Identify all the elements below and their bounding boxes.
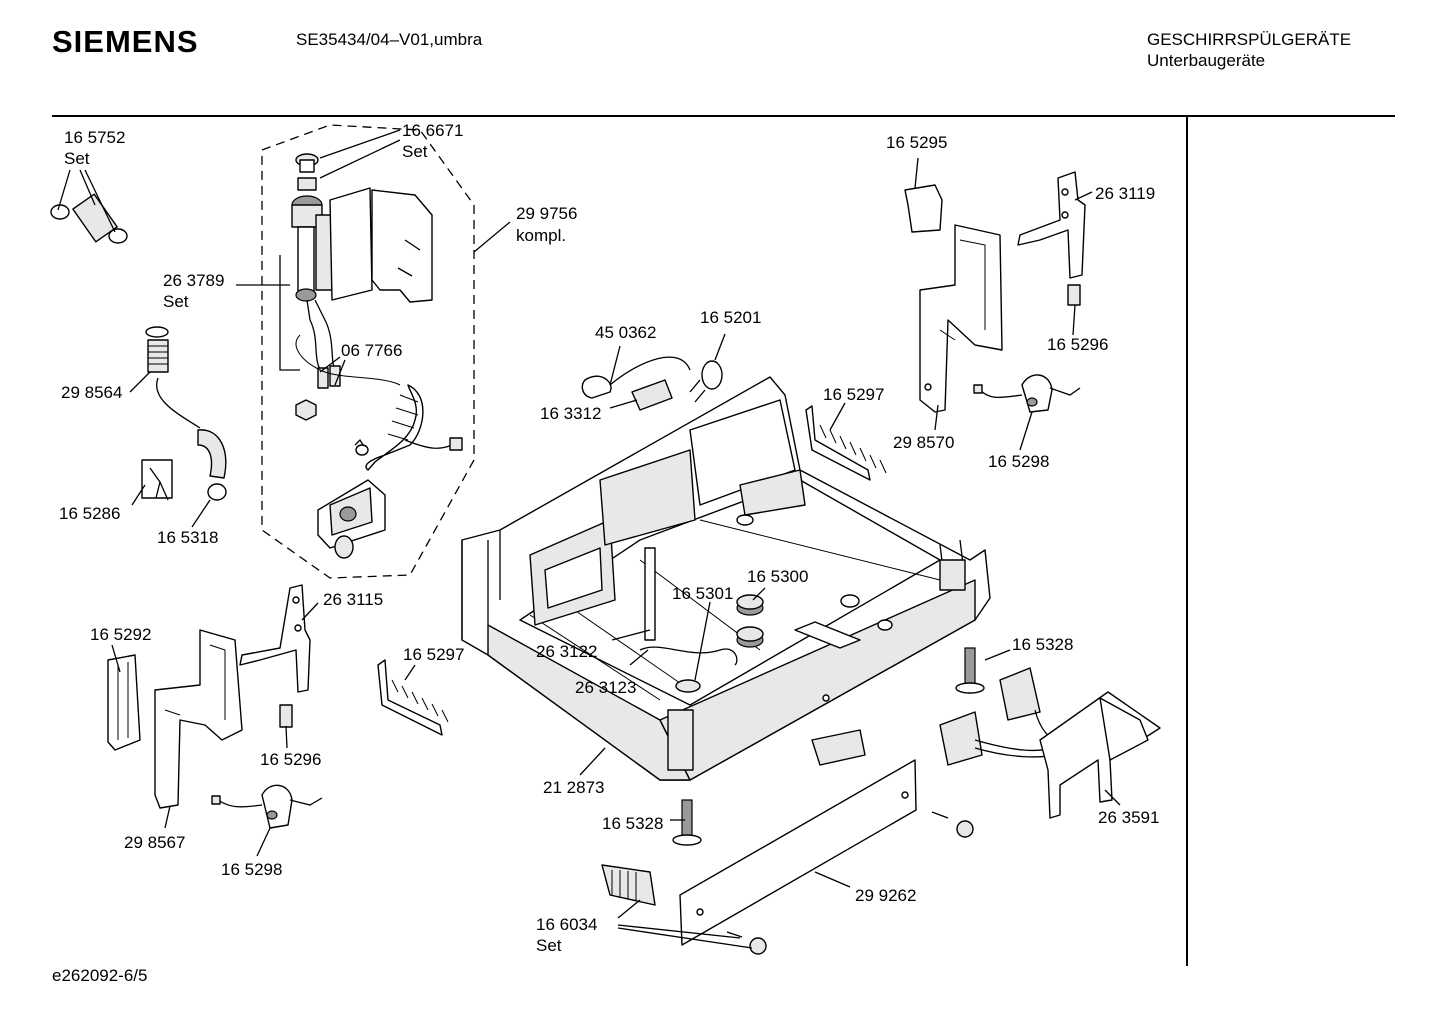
part-label: 29 9262 bbox=[855, 886, 916, 905]
document-id: e262092-6/5 bbox=[52, 966, 148, 985]
right-bracket-assembly-drawing bbox=[904, 171, 1086, 413]
part-label: 16 5328 bbox=[1012, 635, 1073, 654]
part-label: 16 5298 bbox=[988, 452, 1049, 471]
part-note: Set bbox=[64, 149, 90, 168]
part-note: kompl. bbox=[516, 226, 566, 245]
part-label: 16 5301 bbox=[672, 584, 733, 603]
part-label: 26 3115 bbox=[323, 590, 383, 609]
part-note: Set bbox=[536, 936, 562, 955]
adjustable-foot-front bbox=[672, 799, 702, 846]
part-label: 16 5286 bbox=[59, 504, 120, 523]
product-subcategory: Unterbaugeräte bbox=[1147, 51, 1266, 70]
part-label: 16 5296 bbox=[1047, 335, 1108, 354]
spring-165297-lower bbox=[377, 659, 449, 736]
part-label: 16 5292 bbox=[90, 625, 151, 644]
heater-connector-drawing bbox=[581, 356, 723, 411]
kickplate-drawing bbox=[601, 729, 974, 955]
part-label: 29 8570 bbox=[893, 433, 954, 452]
part-note: Set bbox=[163, 292, 189, 311]
part-label: 16 3312 bbox=[540, 404, 601, 423]
part-label: 16 6671 bbox=[402, 121, 463, 140]
part-label: 26 3591 bbox=[1098, 808, 1159, 827]
water-valve-drawing bbox=[291, 153, 463, 559]
spring-165297-upper bbox=[805, 405, 887, 481]
leader-lines bbox=[57, 129, 1121, 949]
part-note: Set bbox=[402, 142, 428, 161]
part-label: 29 8567 bbox=[124, 833, 185, 852]
product-category: GESCHIRRSPÜLGERÄTE bbox=[1147, 30, 1352, 49]
part-label: 16 5297 bbox=[823, 385, 884, 404]
part-label: 45 0362 bbox=[595, 323, 656, 342]
part-labels: 16 5752 Set 16 6671 Set 29 9756 kompl. 2… bbox=[59, 121, 1159, 955]
part-label: 16 5328 bbox=[602, 814, 663, 833]
adjustable-foot-right bbox=[955, 647, 985, 694]
left-bracket-assembly-drawing bbox=[107, 584, 323, 829]
hose-clamp-set-drawing bbox=[50, 193, 128, 244]
model-number: SE35434/04–V01,umbra bbox=[296, 30, 483, 49]
part-label: 26 3122 bbox=[536, 642, 597, 661]
part-label: 26 3789 bbox=[163, 271, 224, 290]
part-label: 16 5300 bbox=[747, 567, 808, 586]
part-label: 29 9756 bbox=[516, 204, 577, 223]
part-label: 21 2873 bbox=[543, 778, 604, 797]
part-label: 16 6034 bbox=[536, 915, 597, 934]
part-label: 06 7766 bbox=[341, 341, 402, 360]
part-label: 26 3119 bbox=[1095, 184, 1155, 203]
base-tub-drawing bbox=[461, 376, 991, 781]
part-label: 29 8564 bbox=[61, 383, 122, 402]
hose-drawing bbox=[145, 326, 227, 501]
part-label: 16 5295 bbox=[886, 133, 947, 152]
wiring-harness-drawing bbox=[939, 667, 1161, 819]
part-label: 26 3123 bbox=[575, 678, 636, 697]
part-label: 16 5752 bbox=[64, 128, 125, 147]
part-label: 16 5297 bbox=[403, 645, 464, 664]
part-label: 16 5296 bbox=[260, 750, 321, 769]
brand-logo: SIEMENS bbox=[52, 24, 199, 59]
part-label: 16 5201 bbox=[700, 308, 761, 327]
air-break-drawing bbox=[141, 459, 173, 501]
part-label: 16 5318 bbox=[157, 528, 218, 547]
part-label: 16 5298 bbox=[221, 860, 282, 879]
assembly-outline-29-9756 bbox=[261, 124, 475, 579]
